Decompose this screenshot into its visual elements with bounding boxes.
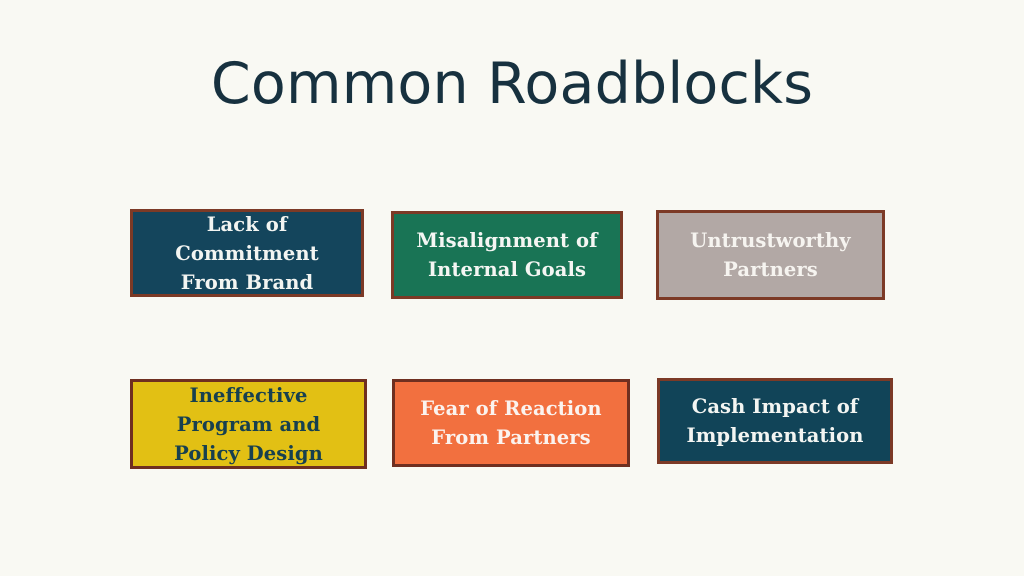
card-label: Cash Impact of Implementation: [686, 395, 864, 447]
card-label: Untrustworthy Partners: [690, 229, 851, 281]
roadblock-card-untrustworthy-partners[interactable]: Untrustworthy Partners: [656, 210, 885, 300]
roadblock-card-ineffective-program-and-policy-design[interactable]: Ineffective Program and Policy Design: [130, 379, 367, 469]
roadblock-card-misalignment-of-internal-goals[interactable]: Misalignment of Internal Goals: [391, 211, 623, 299]
card-label: Misalignment of Internal Goals: [416, 229, 598, 281]
roadblock-card-lack-of-commitment-from-brand[interactable]: Lack of Commitment From Brand: [130, 209, 364, 297]
card-label: Ineffective Program and Policy Design: [174, 383, 323, 465]
roadblock-card-fear-of-reaction-from-partners[interactable]: Fear of Reaction From Partners: [392, 379, 630, 467]
roadblock-card-cash-impact-of-implementation[interactable]: Cash Impact of Implementation: [657, 378, 893, 464]
page-title: Common Roadblocks: [210, 51, 814, 117]
card-label: Fear of Reaction From Partners: [420, 397, 602, 449]
card-label: Lack of Commitment From Brand: [175, 212, 319, 294]
